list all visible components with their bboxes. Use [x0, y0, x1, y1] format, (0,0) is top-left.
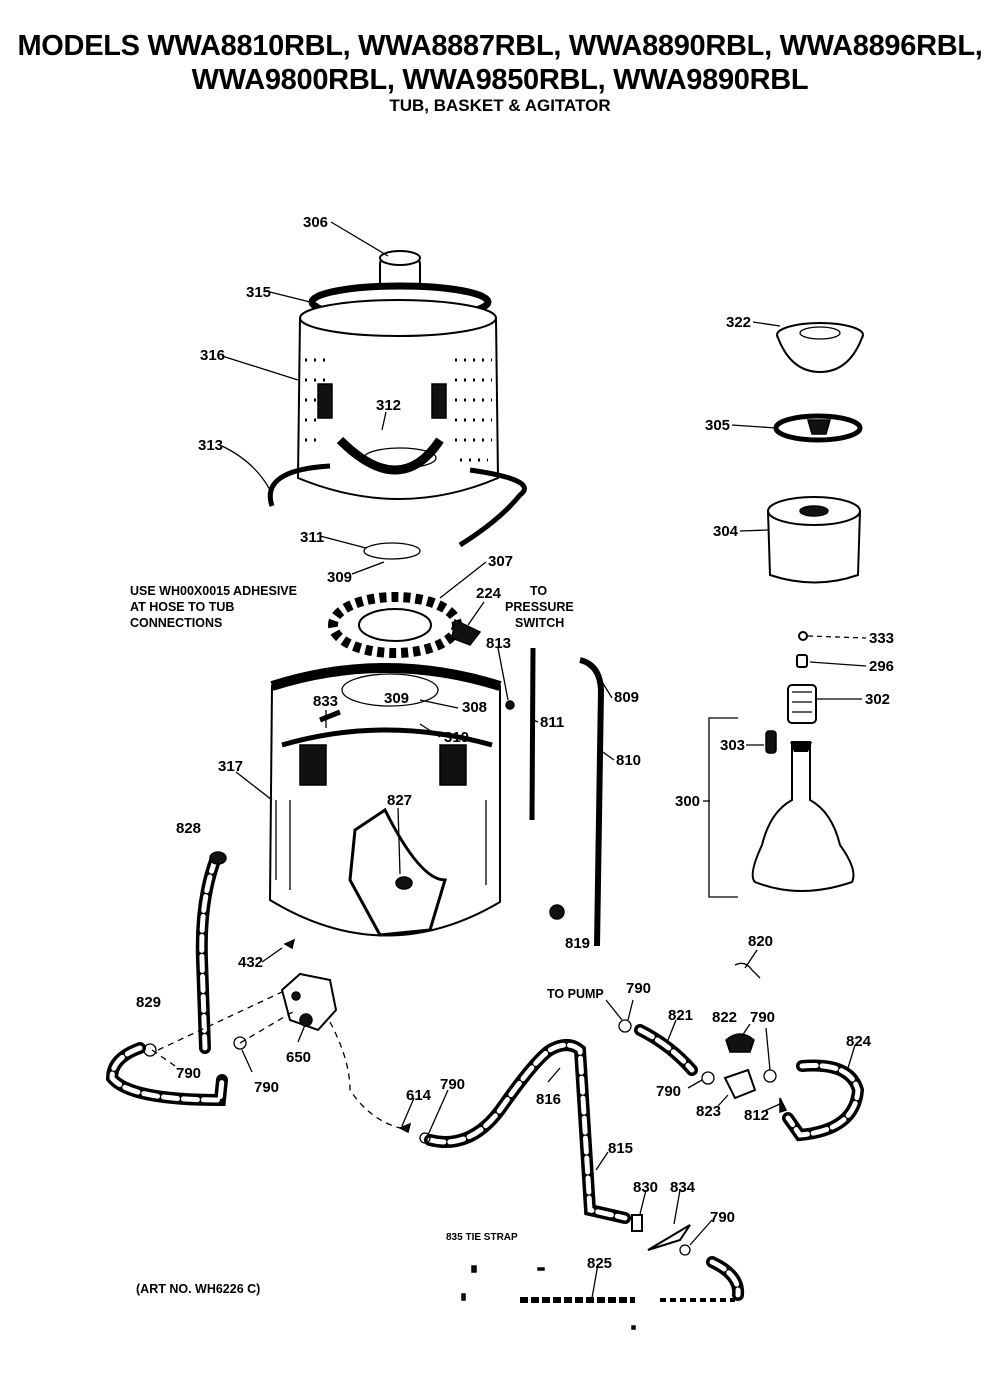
- label-308: 308: [462, 699, 487, 716]
- label-810: 810: [616, 752, 641, 769]
- pressure-note-line3: SWITCH: [515, 616, 564, 630]
- label-302: 302: [865, 691, 890, 708]
- label-650: 650: [286, 1049, 311, 1066]
- label-811: 811: [540, 714, 564, 731]
- title-line-1: MODELS WWA8810RBL, WWA8887RBL, WWA8890RB…: [17, 30, 983, 62]
- label-790-c: 790: [626, 980, 651, 997]
- tub-cover-drawing: [328, 592, 482, 658]
- label-820: 820: [748, 933, 773, 950]
- label-816: 816: [536, 1091, 561, 1108]
- label-834: 834: [670, 1179, 696, 1196]
- label-313: 313: [198, 437, 223, 454]
- label-322: 322: [726, 314, 751, 331]
- label-824: 824: [846, 1033, 872, 1050]
- label-317: 317: [218, 758, 243, 775]
- label-300: 300: [675, 793, 700, 810]
- label-224: 224: [476, 585, 502, 602]
- label-829: 829: [136, 994, 161, 1011]
- label-809: 809: [614, 689, 639, 706]
- label-790-d-visible: 790: [750, 1009, 775, 1026]
- label-821: 821: [668, 1007, 693, 1024]
- title-line-2: WWA9800RBL, WWA9850RBL, WWA9890RBL: [191, 64, 809, 96]
- label-790-e: 790: [656, 1083, 681, 1100]
- part-labels: 306 315 316 312 313 311 309 307 224 813 …: [136, 214, 894, 1272]
- label-309-lower: 309: [384, 690, 409, 707]
- label-316: 316: [200, 347, 225, 364]
- label-790-f: 790: [440, 1076, 465, 1093]
- label-306: 306: [303, 214, 328, 231]
- label-790-a: 790: [176, 1065, 201, 1082]
- tie-strap-note: 835 TIE STRAP: [446, 1232, 518, 1243]
- to-pump-note: TO PUMP: [547, 987, 604, 1001]
- label-819: 819: [565, 935, 590, 952]
- hoses-drawing: [105, 851, 865, 1330]
- adhesive-note-line2: AT HOSE TO TUB: [130, 600, 234, 614]
- label-315: 315: [246, 284, 271, 301]
- label-303: 303: [720, 737, 745, 754]
- adhesive-note-line3: CONNECTIONS: [130, 616, 222, 630]
- label-310: 310: [444, 729, 469, 746]
- adhesive-note-line1: USE WH00X0015 ADHESIVE: [130, 584, 297, 598]
- label-309-upper: 309: [327, 569, 352, 586]
- label-790-b: 790: [254, 1079, 279, 1096]
- label-833: 833: [313, 693, 338, 710]
- leader-lines: [151, 221, 867, 1299]
- outer-tub-drawing: [268, 663, 502, 937]
- pressure-note-line2: PRESSURE: [505, 600, 574, 614]
- label-304: 304: [713, 523, 739, 540]
- label-830: 830: [633, 1179, 658, 1196]
- pressure-note-line1: TO: [530, 584, 547, 598]
- label-305: 305: [705, 417, 730, 434]
- label-790-g: 790: [710, 1209, 735, 1226]
- label-815: 815: [608, 1140, 633, 1157]
- label-812: 812: [744, 1107, 769, 1124]
- art-number: (ART NO. WH6226 C): [136, 1282, 260, 1296]
- notes: USE WH00X0015 ADHESIVE AT HOSE TO TUB CO…: [130, 584, 604, 1296]
- subtitle: TUB, BASKET & AGITATOR: [389, 96, 611, 115]
- label-825: 825: [587, 1255, 612, 1272]
- agitator-drawing: [708, 322, 864, 898]
- label-311: 311: [300, 529, 324, 546]
- label-827: 827: [387, 792, 412, 809]
- label-823: 823: [696, 1103, 721, 1120]
- label-333: 333: [869, 630, 894, 647]
- basket-drawing: [267, 250, 527, 560]
- label-296: 296: [869, 658, 894, 675]
- label-307: 307: [488, 553, 513, 570]
- label-432: 432: [238, 954, 263, 971]
- label-822: 822: [712, 1009, 737, 1026]
- label-828: 828: [176, 820, 201, 837]
- label-312: 312: [376, 397, 401, 414]
- label-614: 614: [406, 1087, 432, 1104]
- label-813: 813: [486, 635, 511, 652]
